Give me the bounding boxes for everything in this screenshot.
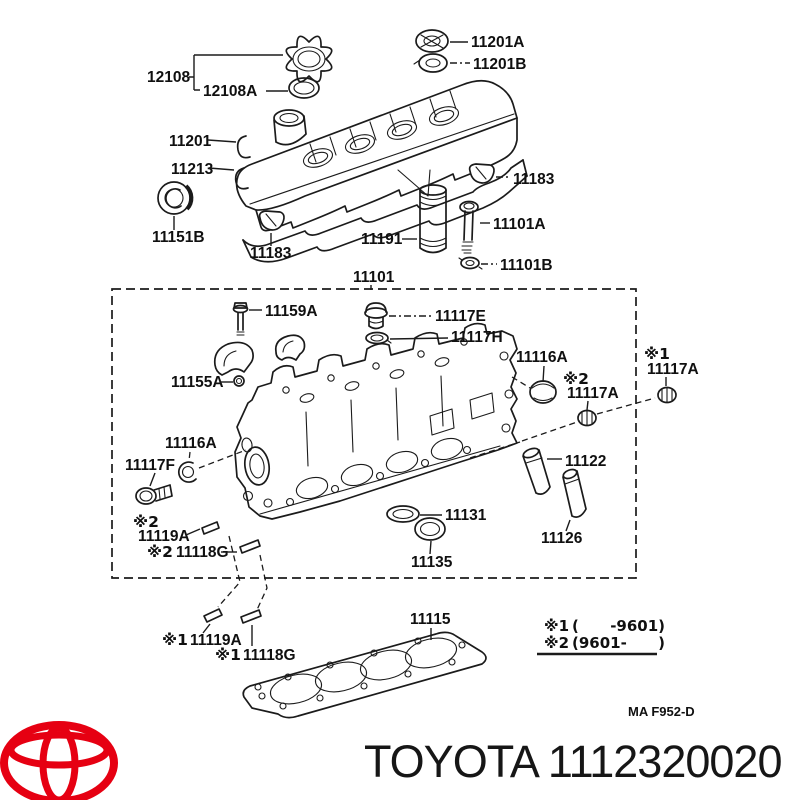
part-label-11101-assembly: 11101 (353, 269, 395, 286)
pin2-dashed-line (255, 554, 268, 613)
part-label-11126: 11126 (541, 530, 583, 547)
part-label-11115: 11115 (410, 611, 451, 628)
legend: ※1 ( -9601) ※2 (9601- ) (537, 617, 665, 656)
part-label-11101A: 11101A (493, 216, 546, 233)
exhaust-valve-guide-drawing (562, 468, 587, 518)
part-label-11118G-lower: 11118G (243, 647, 296, 664)
part-label-11213: 11213 (171, 161, 214, 178)
straight-pin-lower-drawing (240, 609, 262, 624)
part-label-11119A-inbox: 11119A (138, 528, 190, 545)
ref-mark-1b: ※1 (162, 631, 188, 649)
ref-mark-2c: ※2 (147, 543, 173, 561)
plug-gasket-drawing (365, 331, 392, 345)
front-plug-drawing (135, 484, 173, 505)
end-plug-left-drawing (258, 210, 285, 231)
part-label-11201B: 11201B (473, 56, 526, 73)
top-labels: 12108 12108A 11201A 11201B 11201 11213 1… (147, 34, 555, 274)
cap-gasket-drawing (288, 77, 320, 99)
legend-row2-mark: ※2 (544, 634, 569, 652)
screw-plug-drawing (364, 302, 388, 330)
legend-row1-mark: ※1 (544, 617, 569, 635)
oil-filler-cap-drawing (285, 35, 333, 83)
part-label-11117E: 11117E (435, 308, 486, 325)
part-label-11131: 11131 (445, 507, 487, 524)
stud-bolt-drawing (232, 302, 249, 336)
box-labels: 11159A 11117E 11117H 11116A ※1 11117A ※2… (125, 303, 699, 571)
part-label-11191: 11191 (361, 231, 403, 248)
head-bolt-washer-drawing (458, 256, 483, 270)
oil-filler-tube-drawing (419, 184, 447, 254)
toyota-logo-icon (0, 721, 118, 800)
cover-gasket-drawing (242, 159, 528, 263)
part-label-11135: 11135 (411, 554, 453, 571)
part-label-11117F: 11117F (125, 457, 175, 474)
ring-alignment-dashed-line (198, 449, 247, 469)
part-label-11119A-lower: 11119A (190, 632, 242, 649)
intake-valve-guide-drawing (522, 447, 551, 495)
camshaft-bearing-cap-drawings (213, 334, 306, 376)
head-bolt-drawing (459, 200, 479, 254)
part-label-11151B: 11151B (152, 229, 205, 246)
footer-part-title: TOYOTA 1112320020 (364, 736, 781, 787)
ref-mark-2: ※2 (563, 370, 589, 388)
part-label-11201A: 11201A (471, 34, 524, 51)
part-label-11101B: 11101B (500, 257, 553, 274)
ref-mark-2b: ※2 (133, 513, 159, 531)
camshaft-oil-seal-drawing (157, 181, 194, 215)
head-gasket-drawing (242, 631, 487, 719)
part-label-11122: 11122 (565, 453, 606, 470)
part-label-12108: 12108 (147, 69, 190, 86)
ref-mark-1: ※1 (644, 345, 670, 363)
part-label-11117H: 11117H (451, 329, 503, 346)
cover-grommet-drawing (415, 29, 449, 53)
cylinder-head-drawing (234, 322, 518, 520)
part-label-11201: 11201 (169, 133, 212, 150)
cup-plug-dashed-line (511, 376, 531, 389)
cup-plug-left-ring-drawing (177, 461, 197, 483)
part-label-11116A-left: 11116A (165, 435, 217, 452)
cover-seal-washer-drawing (413, 53, 448, 73)
part-label-12108A: 12108A (203, 83, 257, 100)
part-label-11183-right: 11183 (513, 171, 555, 188)
taper-plug-no2-drawing (577, 409, 597, 427)
end-plug-right-drawing (468, 163, 495, 184)
valve-cover-drawing (234, 79, 518, 232)
pin1-dashed-line (217, 535, 241, 608)
water-hole-gasket-drawing (386, 505, 420, 523)
ring-pin-lower-drawing (203, 608, 223, 623)
ref-mark-1c: ※1 (215, 646, 241, 664)
part-label-11159A: 11159A (265, 303, 318, 320)
legend-row1-range: ( -9601) (572, 617, 665, 635)
straight-pin-in-box-drawing (239, 539, 261, 554)
oil-hole-cover-drawing (233, 375, 245, 387)
part-label-11118G-inbox: 11118G (176, 544, 229, 561)
ring-pin-in-box-drawing (201, 521, 220, 535)
part-label-11155A: 11155A (171, 374, 224, 391)
part-label-11116A-upper: 11116A (516, 349, 568, 366)
cup-plug-upper-drawing (529, 380, 557, 404)
taper-plug-no1-drawing (657, 386, 677, 404)
part-label-11117A-no2: 11117A (567, 385, 619, 402)
part-label-11183-left: 11183 (250, 245, 292, 262)
plug-alignment-dashed-line (469, 397, 656, 459)
part-label-11117A-no1: 11117A (647, 361, 699, 378)
legend-row2-range: (9601- ) (572, 634, 665, 652)
seal-ring-drawing (414, 517, 446, 541)
drawing-code: MA F952-D (628, 704, 695, 719)
